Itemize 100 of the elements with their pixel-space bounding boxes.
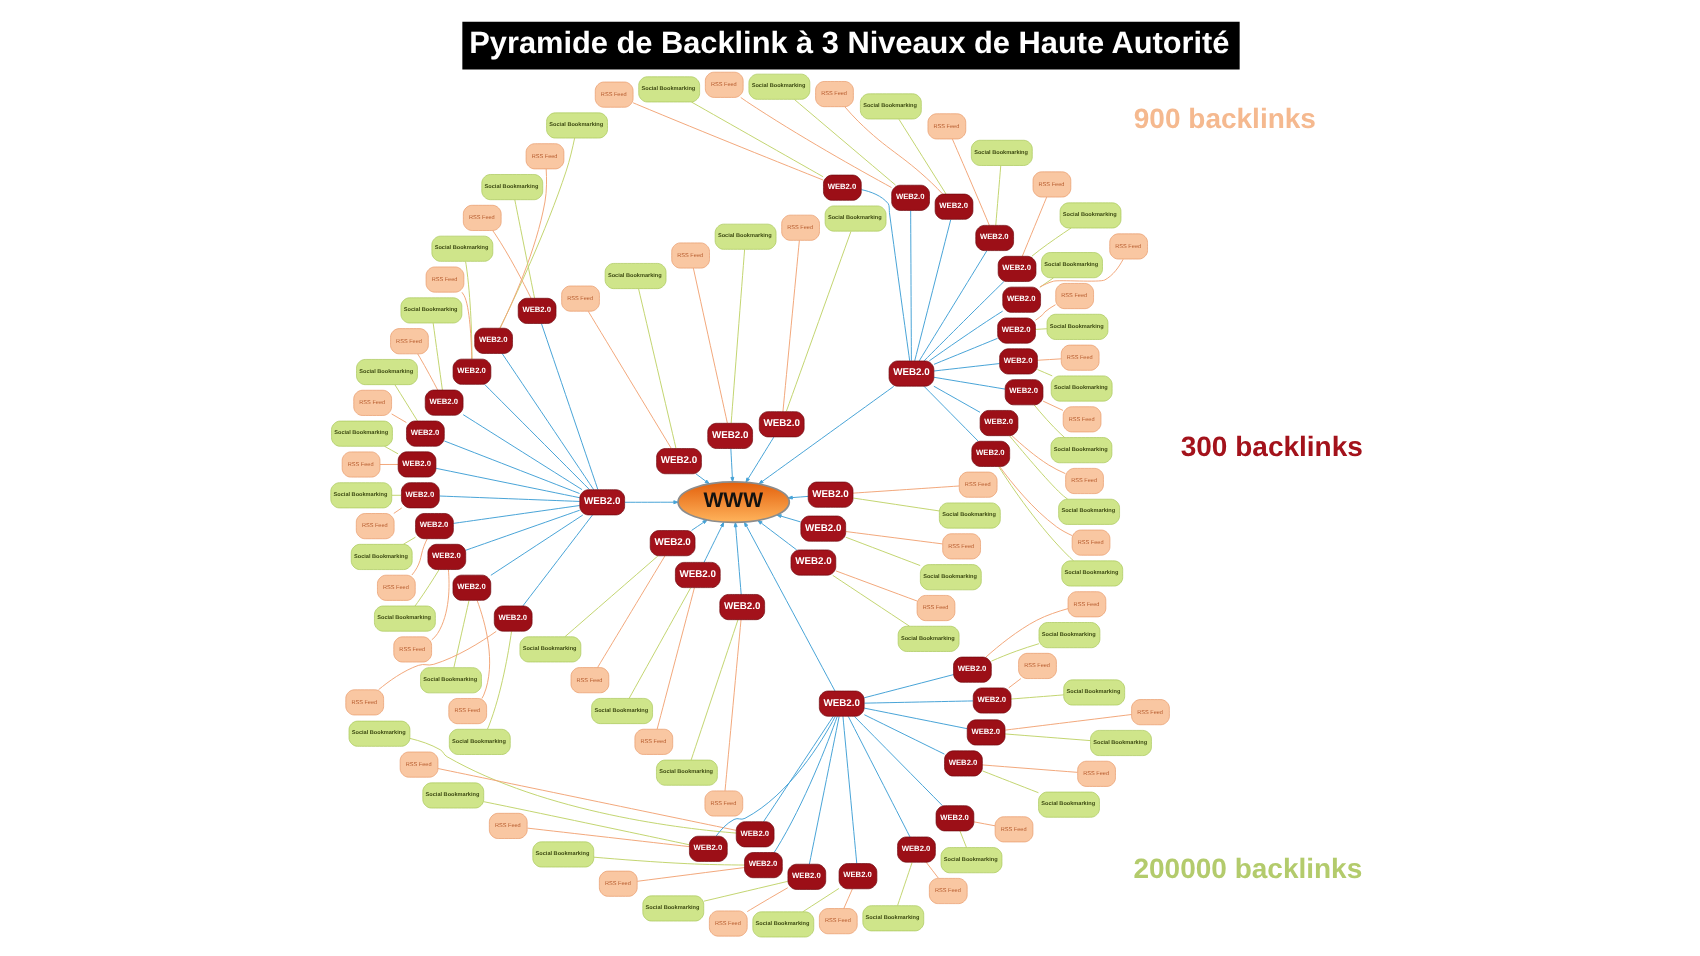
- connector: [950, 138, 989, 226]
- connector: [981, 770, 1038, 794]
- connector: [729, 248, 745, 424]
- connector: [994, 165, 1001, 226]
- connector: [451, 505, 580, 524]
- connector: [416, 353, 438, 391]
- connector: [772, 715, 837, 853]
- connector: [390, 413, 406, 423]
- connector: [862, 674, 953, 699]
- connector: [586, 310, 671, 449]
- connector: [689, 101, 823, 178]
- connector: [475, 600, 490, 699]
- connector: [831, 574, 909, 627]
- arrow: [756, 520, 797, 551]
- connector: [843, 106, 942, 195]
- connector: [393, 384, 417, 422]
- connector: [635, 867, 744, 882]
- connector: [1007, 678, 1021, 689]
- connector: [862, 707, 967, 730]
- connector: [917, 250, 987, 362]
- connector: [460, 291, 472, 360]
- connector: [745, 887, 788, 913]
- connector: [500, 353, 594, 491]
- connector: [844, 531, 943, 545]
- connector: [1009, 694, 1064, 700]
- connector: [436, 768, 736, 831]
- connector: [909, 209, 911, 362]
- connector: [862, 714, 944, 755]
- connector: [932, 363, 999, 372]
- connector: [844, 536, 920, 566]
- connector: [592, 856, 744, 866]
- connector: [1003, 733, 1090, 742]
- connector: [702, 880, 788, 902]
- connector: [1034, 304, 1055, 321]
- connector: [1036, 369, 1052, 377]
- connector: [637, 288, 676, 449]
- connector: [437, 495, 580, 502]
- connector: [377, 630, 496, 691]
- connector: [859, 189, 910, 362]
- connector: [521, 514, 592, 607]
- label: 300 backlinks: [1179, 430, 1362, 463]
- connector: [1034, 328, 1047, 330]
- connector: [842, 888, 852, 909]
- connector: [431, 322, 442, 391]
- connector: [1038, 277, 1054, 288]
- connector: [1030, 227, 1071, 257]
- connector: [990, 643, 1039, 662]
- connector: [408, 737, 736, 834]
- label: 900 backlinks: [1132, 101, 1315, 134]
- label: 200000 backlinks: [1132, 852, 1362, 885]
- connector: [464, 509, 580, 551]
- connector: [631, 102, 823, 181]
- connector: [739, 97, 891, 188]
- arrow: [744, 436, 774, 483]
- connector: [401, 536, 415, 545]
- connector: [792, 99, 896, 186]
- connector: [655, 587, 694, 730]
- connector: [483, 384, 590, 491]
- connector: [846, 715, 910, 838]
- connector: [596, 555, 665, 669]
- connector: [862, 700, 973, 704]
- connector: [1041, 400, 1063, 411]
- connector: [691, 267, 727, 424]
- connector: [525, 827, 689, 848]
- arrow: [702, 521, 724, 563]
- connector: [410, 538, 427, 576]
- connector: [1010, 435, 1065, 475]
- connector: [1008, 435, 1068, 500]
- connector: [984, 608, 1068, 658]
- connector: [1038, 258, 1123, 288]
- connector: [801, 888, 839, 913]
- connector: [442, 440, 579, 494]
- connector: [762, 715, 833, 822]
- connector: [932, 337, 997, 365]
- connector: [1032, 404, 1065, 438]
- connector: [896, 862, 912, 907]
- connector: [464, 261, 472, 360]
- connector: [972, 821, 995, 827]
- connector: [922, 385, 978, 442]
- arrow: [694, 473, 709, 485]
- connector: [922, 281, 1004, 362]
- connector: [924, 861, 938, 879]
- connector: [932, 376, 1005, 390]
- connector: [689, 619, 738, 761]
- connector: [498, 168, 547, 329]
- connector: [851, 485, 959, 494]
- connector: [714, 715, 835, 837]
- connector: [807, 715, 839, 865]
- connector: [913, 219, 951, 362]
- connector: [1020, 196, 1047, 257]
- connector: [723, 619, 741, 792]
- connector: [482, 801, 689, 846]
- connector: [852, 715, 942, 807]
- connector: [981, 764, 1077, 773]
- connector: [841, 715, 857, 864]
- connector: [452, 599, 469, 668]
- connector: [932, 385, 980, 413]
- connector: [491, 230, 531, 299]
- arrow: [729, 448, 734, 483]
- connector: [1036, 358, 1061, 361]
